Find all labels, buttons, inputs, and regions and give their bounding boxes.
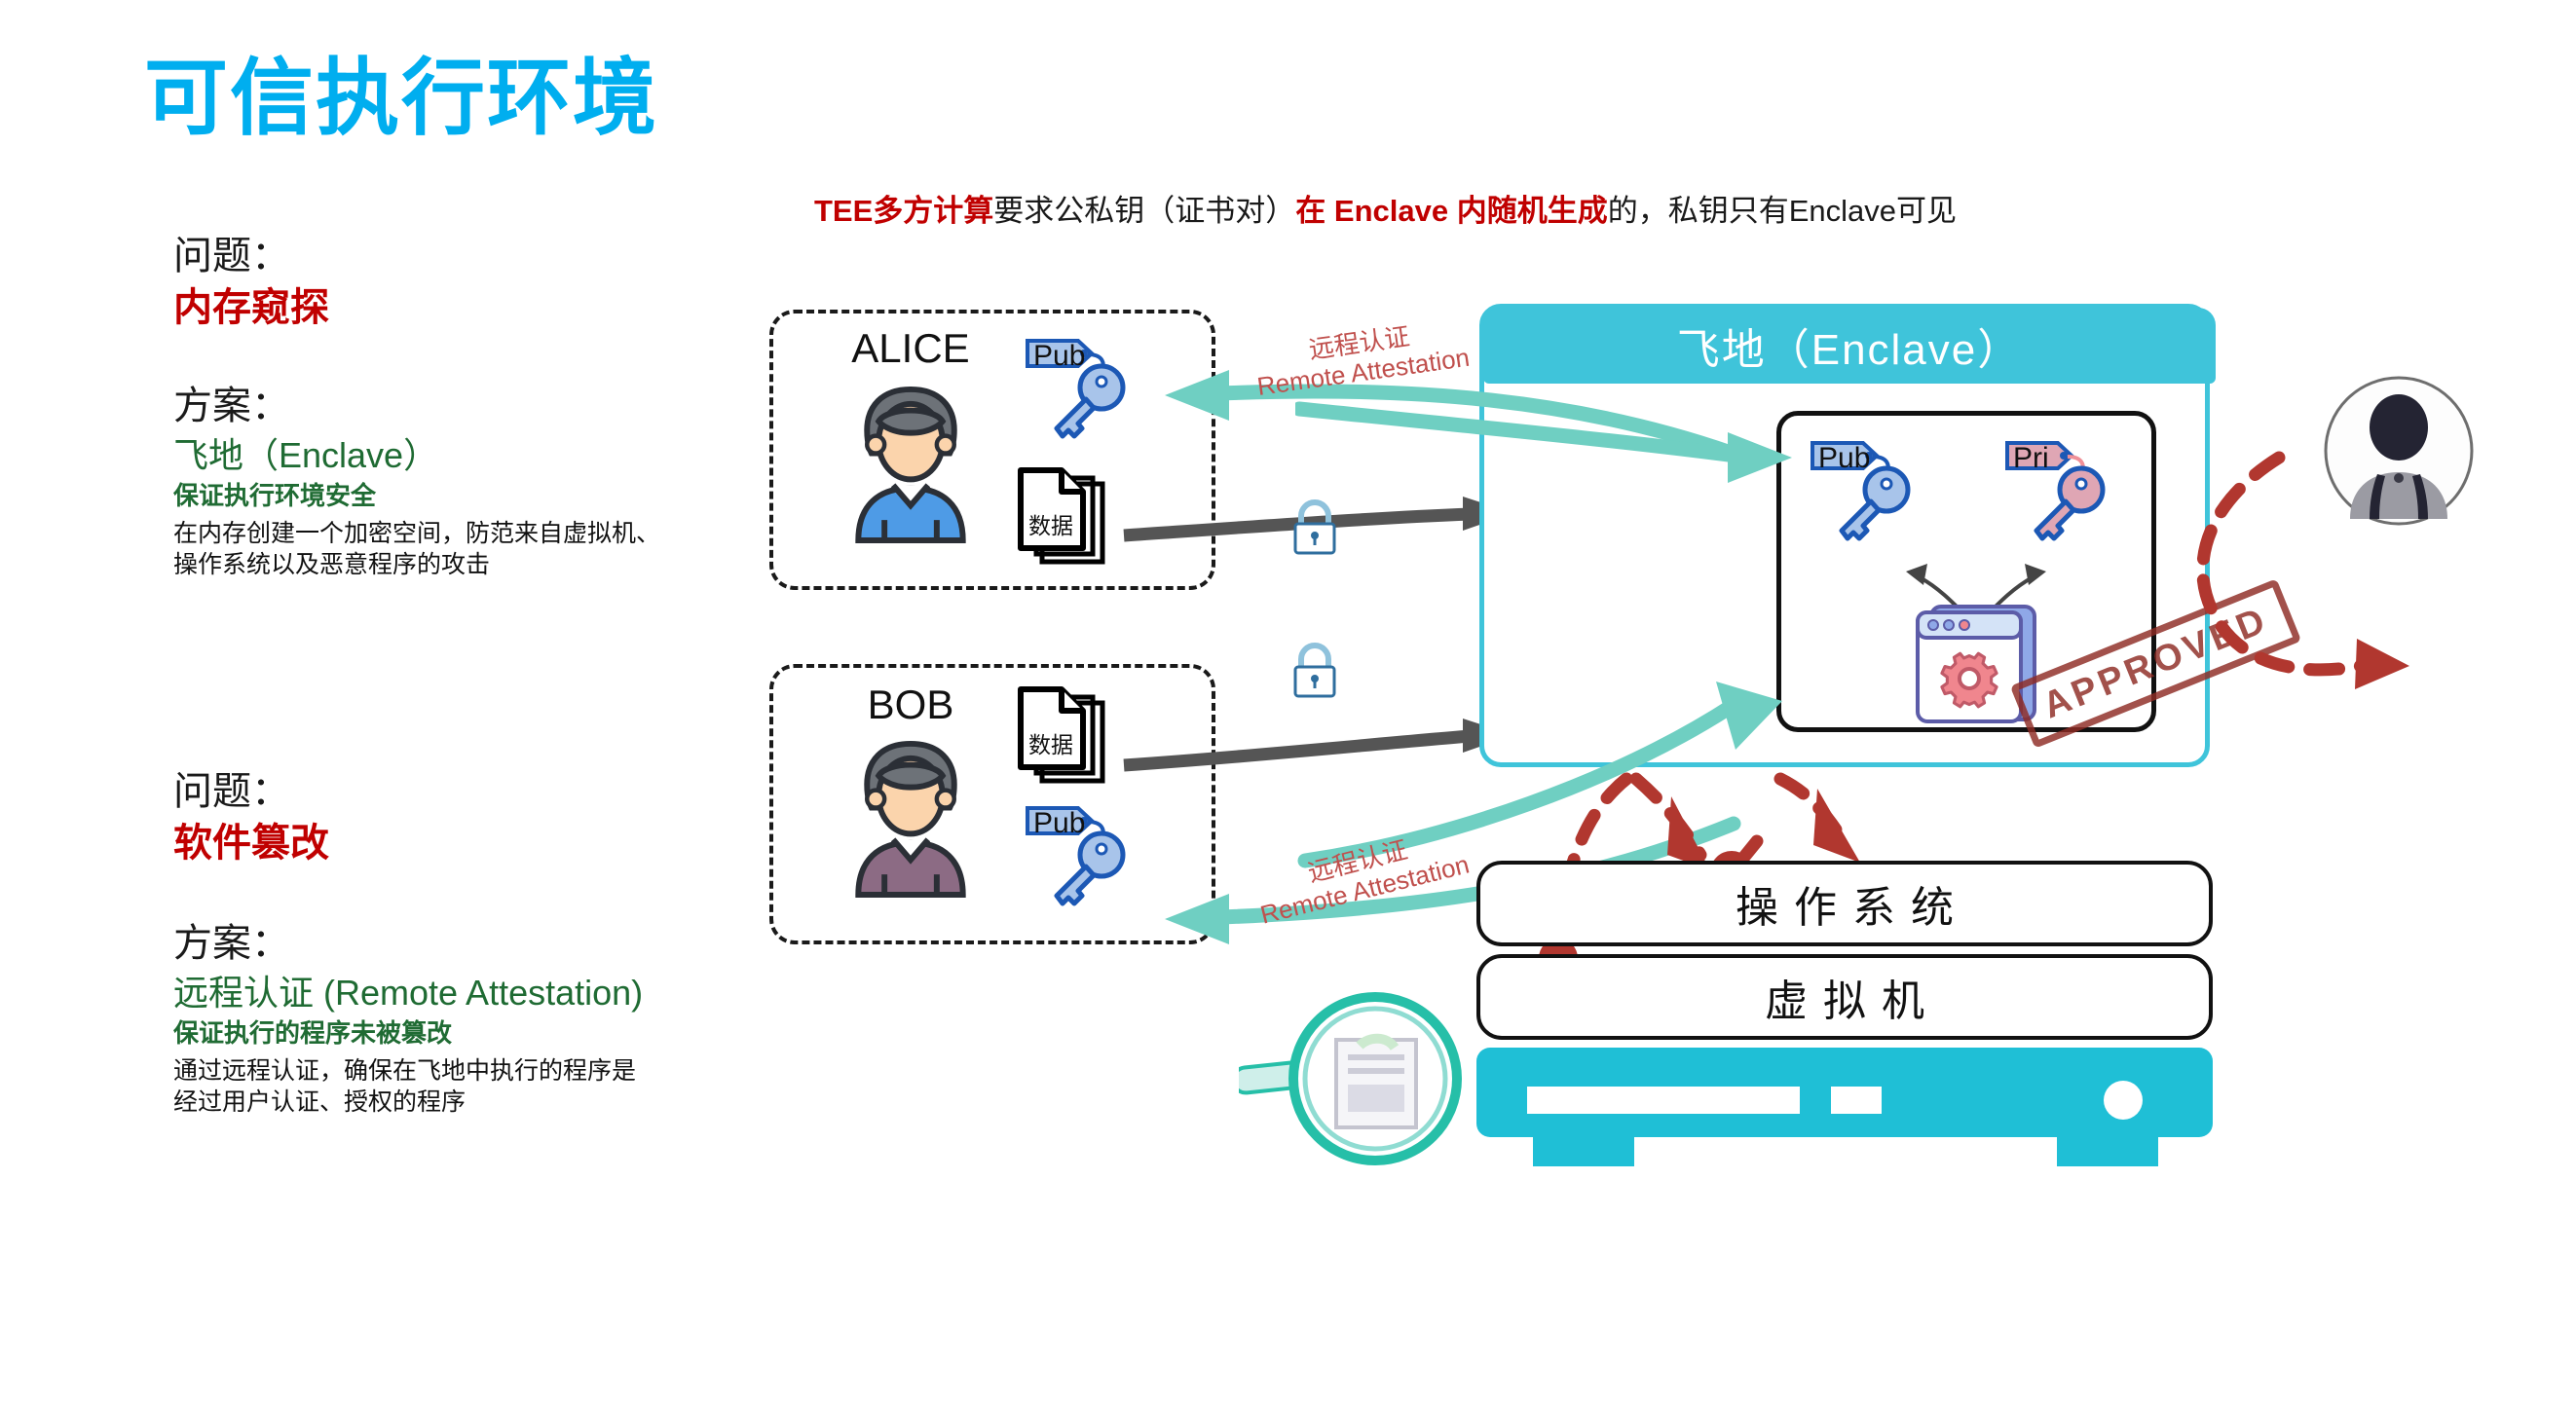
key-pri-enclave: Pri <box>1997 439 2144 546</box>
lock-icon-top <box>1293 499 1336 555</box>
problem-value-1: 内存窥探 <box>173 286 329 329</box>
attack-arrow-right <box>2196 451 2409 689</box>
program-window-gear-icon <box>1916 605 2036 723</box>
solution-desc-1-line1: 在内存创建一个加密空间，防范来自虚拟机、 <box>173 519 661 547</box>
key-pub-bob-label: Pub <box>1033 807 1086 839</box>
problem-label-2: 问题： <box>173 770 290 813</box>
server-icon <box>1476 1048 2213 1166</box>
lock-icon-bottom <box>1293 643 1336 698</box>
enclave-header: 飞地（Enclave） <box>1483 308 2216 384</box>
os-bar: 操作系统 <box>1476 861 2213 946</box>
enclave-panel: 飞地（Enclave） Pub Pri <box>1479 304 2302 767</box>
page-title: 可信执行环境 <box>144 52 658 145</box>
key-pub-enclave: Pub <box>1803 439 1949 546</box>
party-name-bob: BOB <box>867 682 954 727</box>
headline-seg-1: TEE多方计算 <box>814 194 994 228</box>
headline-seg-4: 的，私钥只有Enclave可见 <box>1607 194 1958 228</box>
vm-bar-label: 虚拟机 <box>1765 977 1940 1025</box>
os-bar-label: 操作系统 <box>1736 884 1969 932</box>
solution-label-2: 方案： <box>173 922 290 965</box>
key-pub-bob: Pub <box>1018 804 1164 911</box>
vm-bar: 虚拟机 <box>1476 954 2213 1040</box>
solution-title-1: 飞地（Enclave） <box>173 435 439 475</box>
solution-subtitle-1: 保证执行环境安全 <box>173 481 377 511</box>
avatar-alice <box>855 386 966 543</box>
avatar-bob <box>855 740 966 898</box>
problem-label-1: 问题： <box>173 235 290 277</box>
data-stack-alice-label: 数据 <box>1028 513 1073 538</box>
party-box-alice <box>769 310 1215 590</box>
headline-note: TEE多方计算要求公私钥（证书对）在 Enclave 内随机生成的，私钥只有En… <box>814 193 1957 229</box>
magnifier-icon <box>1239 992 1462 1165</box>
sidebar-block-2: 问题： 软件篡改 方案： 远程认证 (Remote Attestation) 保… <box>173 769 719 1118</box>
key-pub-enclave-label: Pub <box>1818 442 1871 474</box>
attestation-arrow-top-in <box>1295 401 1792 483</box>
solution-label-1: 方案： <box>173 385 290 427</box>
data-stack-bob-label: 数据 <box>1028 732 1073 757</box>
solution-desc-1-line2: 操作系统以及恶意程序的攻击 <box>173 550 491 578</box>
headline-seg-3: 在 Enclave 内随机生成 <box>1295 194 1608 228</box>
headline-seg-2: 要求公私钥（证书对） <box>993 194 1296 228</box>
solution-desc-2-line1: 通过远程认证，确保在飞地中执行的程序是 <box>173 1056 637 1085</box>
problem-value-2: 软件篡改 <box>173 822 329 865</box>
data-stack-alice: 数据 <box>1015 462 1141 570</box>
solution-subtitle-2: 保证执行的程序未被篡改 <box>173 1018 453 1049</box>
attestation-arrow-bottom-in <box>1297 682 1782 868</box>
sidebar-block-1: 问题： 内存窥探 方案： 飞地（Enclave） 保证执行环境安全 在内存创建一… <box>173 234 719 580</box>
key-pub-alice-label: Pub <box>1033 340 1086 372</box>
enclave-inner-box: Pub Pri <box>1776 411 2156 732</box>
key-pub-alice: Pub <box>1018 337 1164 444</box>
party-name-alice: ALICE <box>851 325 970 371</box>
solution-desc-2-line2: 经过用户认证、授权的程序 <box>173 1088 467 1116</box>
enclave-header-label: 飞地（Enclave） <box>1676 326 2023 374</box>
attacker-avatar <box>2324 376 2474 526</box>
data-stack-bob: 数据 <box>1015 682 1141 789</box>
party-box-bob <box>769 664 1215 944</box>
solution-title-2: 远程认证 (Remote Attestation) <box>173 973 644 1013</box>
key-pri-enclave-label: Pri <box>2013 442 2049 474</box>
attestation-arrow-top-out <box>1165 370 1741 461</box>
